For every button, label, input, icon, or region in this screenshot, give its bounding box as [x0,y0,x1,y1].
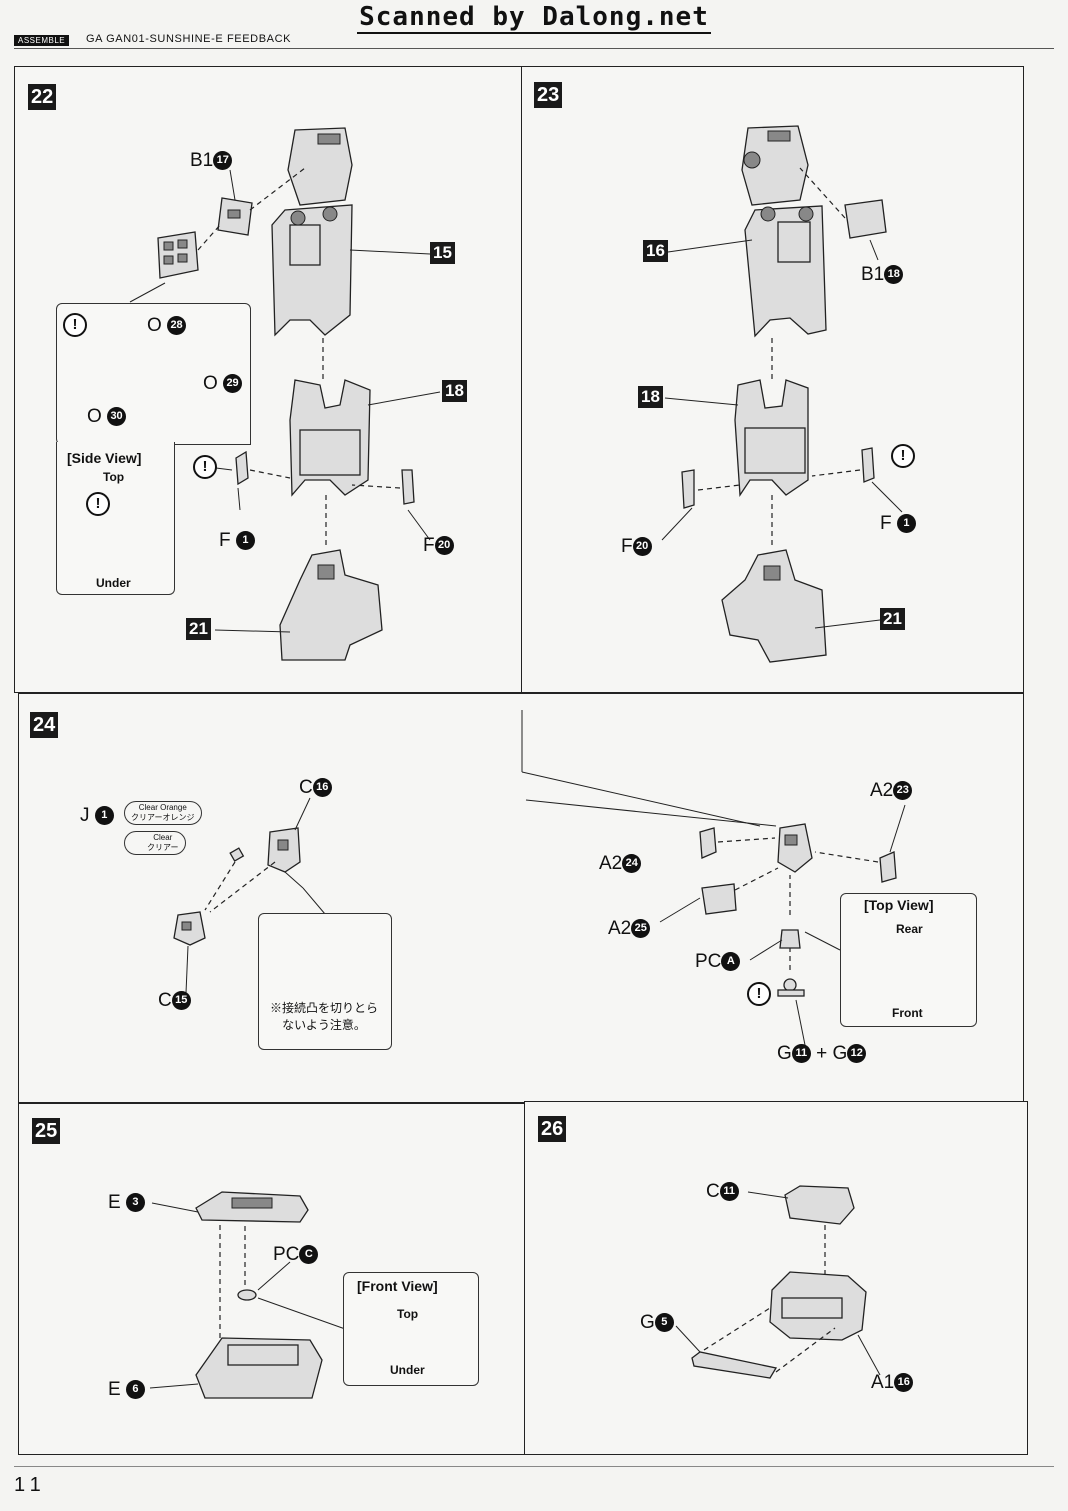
s25-front-view-callout [343,1272,479,1386]
s24-top-view-title: [Top View] [864,897,934,913]
s24-clear-orange-en: Clear Orange [138,803,187,812]
s22-side-view-callout [56,442,175,595]
s22-warning-icon-f1: ! [193,455,217,479]
s24-peg-g11-g12 [777,978,806,1046]
s26-part-a1-16 [769,1271,881,1376]
s22-part-f1 [235,450,249,486]
s25-part-e6 [149,1337,323,1399]
s25-front-view-under: Under [390,1363,425,1377]
s24-part-c16 [267,797,311,873]
s24-clear-orange-option: Clear Orange クリアーオレンジ [124,801,202,825]
s22-warning-icon-side-view: ! [86,492,110,516]
s23-upper-body-illustration [667,125,827,338]
s24-part-a2-24 [699,827,717,859]
s24-clear-jp: クリアー [147,843,179,852]
page-number: 11 [14,1474,47,1496]
s24-top-view-callout [840,893,977,1027]
s22-vent-block [157,231,199,279]
s24-joint-callout [258,913,392,1050]
s24-part-c15 [173,911,206,994]
footer-rule [14,1466,1054,1467]
s24-part-a2-25 [659,883,737,923]
s25-front-view-title: [Front View] [357,1278,438,1294]
s23-waist-part-18 [664,379,809,497]
s22-warning-icon-callout: ! [63,313,87,337]
s22-side-view-title: [Side View] [67,450,142,466]
s24-top-view-rear: Rear [896,922,923,936]
s24-warning-icon-peg: ! [747,982,771,1006]
s22-upper-body-illustration [271,127,431,337]
s24-part-j1 [229,847,245,862]
product-title: GA GAN01-SUNSHINE-E FEEDBACK [86,33,292,45]
step-23-number: 23 [534,82,563,108]
s24-clear-option: Clear クリアー [124,831,186,855]
s25-polycap-c [237,1261,349,1331]
s25-part-e3 [151,1191,309,1223]
s22-label-f1: F 1 [219,530,255,552]
s23-warning-icon-f1: ! [891,444,915,468]
s22-label-o30: O 30 [87,406,127,428]
header-rule [14,48,1054,49]
s23-ref-21: 21 [880,608,905,630]
s22-label-o29: O 29 [203,373,243,395]
s23-armor-b1-18 [844,199,887,261]
s24-part-a2-23 [879,804,906,883]
s23-part-f20 [661,469,695,541]
s22-option-callout [56,303,251,445]
step-26-number: 26 [538,1116,567,1142]
s24-label-j1: J 1 [80,805,114,827]
s24-clear-en: Clear [153,833,173,842]
s24-caution-note: ※接続凸を切りとら ないよう注意。 [262,1000,386,1034]
s22-leg-part-21 [214,549,383,661]
s24-top-view-front: Front [892,1006,923,1020]
s23-part-f1 [861,447,903,513]
page-header: ASSEMBLE GA GAN01-SUNSHINE-E FEEDBACK [14,33,1054,47]
step-25-number: 25 [32,1118,61,1144]
watermark: Scanned by Dalong.net [357,2,711,34]
s26-part-c11 [747,1185,855,1225]
s23-leg-part-21 [721,549,881,663]
s22-waist-part-18 [289,379,441,497]
s22-ref-18: 18 [442,380,467,402]
s24-note-line-1: ※接続凸を切りとら [269,1001,378,1015]
s26-part-g5 [675,1325,778,1379]
s22-side-view-under: Under [96,576,131,590]
s22-side-view-top: Top [103,470,125,484]
s23-label-f1: F 1 [880,513,916,535]
s23-ref-18: 18 [638,386,663,408]
s24-clear-orange-jp: クリアーオレンジ [131,813,195,822]
s22-part-f20 [401,469,415,505]
s22-ref-21: 21 [186,618,211,640]
step-22-number: 22 [28,84,57,110]
s25-label-e6: E 6 [108,1379,145,1401]
s22-ref-15: 15 [430,242,455,264]
s23-ref-16: 16 [643,240,668,262]
step-24-number: 24 [30,712,59,738]
s25-label-e3: E 3 [108,1192,145,1214]
assemble-tag: ASSEMBLE [14,35,70,46]
s24-polycap-a [749,929,801,961]
step-26-panel [524,1101,1028,1455]
s24-shoulder-joint [777,823,813,873]
s24-note-line-2: ないよう注意。 [282,1018,366,1032]
s22-armor-b1-17 [217,169,253,236]
s22-label-o28: O 28 [147,315,187,337]
s25-front-view-top: Top [397,1307,419,1321]
